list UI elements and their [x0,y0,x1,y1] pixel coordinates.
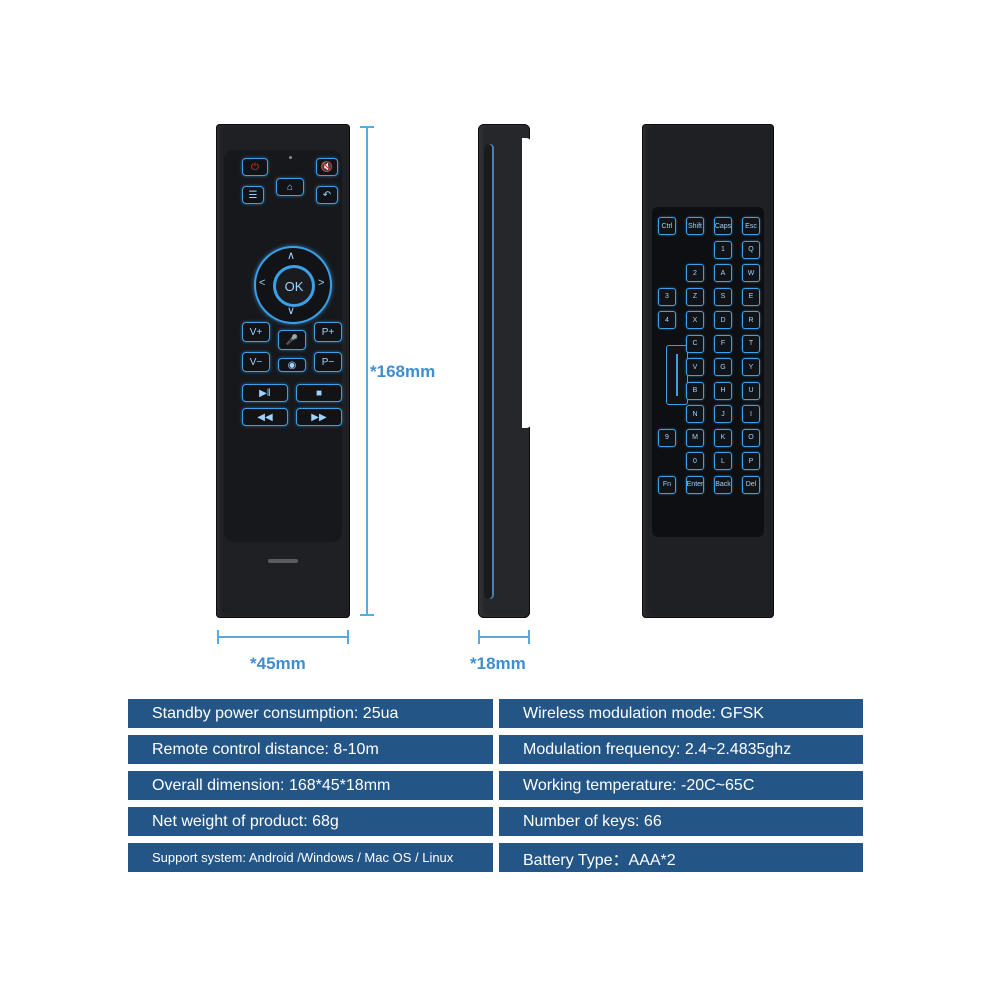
mouse-icon: ◉ [287,359,297,371]
spec-battery-type: Battery Type：AAA*2 [499,843,863,872]
keyboard-key[interactable]: X [686,311,704,329]
stop-button[interactable]: ■ [296,384,342,402]
keyboard-key[interactable]: Y [742,358,760,376]
spec-support-system: Support system: Android /Windows / Mac O… [128,843,493,872]
page-up-button[interactable]: P+ [314,322,342,342]
keyboard-key[interactable]: Fn [658,475,676,494]
spec-number-of-keys: Number of keys: 66 [499,807,863,836]
button-panel: ⏻ 🔇 ☰ ⌂ ↶ ∧ ∨ < > OK V+ 🎤 P+ V− ◉ P− ▶‖ … [224,150,342,542]
voice-button[interactable]: 🎤 [278,330,306,350]
menu-button[interactable]: ☰ [242,186,264,204]
keyboard-key[interactable]: T [742,334,760,353]
stop-icon: ■ [315,387,323,399]
keyboard-key[interactable]: Caps [714,217,732,235]
remote-side-view [478,124,532,618]
microphone-icon: 🎤 [285,334,299,346]
depth-dimension-line [478,630,530,644]
spec-dimension: Overall dimension: 168*45*18mm [128,771,493,800]
mouse-button[interactable]: ◉ [278,358,306,372]
play-pause-icon: ▶‖ [259,387,271,399]
mute-icon: 🔇 [320,161,334,173]
keyboard-key[interactable]: K [714,428,732,447]
next-button[interactable]: ▶▶ [296,408,342,426]
keyboard-key[interactable]: 9 [658,428,676,447]
keyboard-key[interactable]: A [714,264,732,282]
mute-button[interactable]: 🔇 [316,158,338,176]
keyboard-key[interactable]: E [742,287,760,306]
keyboard-key[interactable]: Back [714,475,732,494]
keyboard-key[interactable]: 1 [714,240,732,259]
volume-up-button[interactable]: V+ [242,322,270,342]
side-edge [484,144,494,599]
up-arrow-icon[interactable]: ∧ [287,250,296,262]
keyboard-key[interactable]: S [714,287,732,306]
keyboard-key[interactable]: U [742,381,760,400]
spec-modulation-frequency: Modulation frequency: 2.4~2.4835ghz [499,735,863,764]
keyboard-key[interactable]: P [742,452,760,470]
spec-standby-power: Standby power consumption: 25ua [128,699,493,728]
right-arrow-icon[interactable]: > [318,277,325,289]
keyboard-key[interactable]: G [714,358,732,376]
width-dimension-line [217,630,349,644]
keyboard-key[interactable]: B [686,381,704,400]
keyboard-key[interactable]: N [686,405,704,423]
keyboard-key[interactable]: Esc [742,217,760,235]
keyboard-key[interactable]: W [742,264,760,282]
power-icon: ⏻ [251,161,259,173]
remote-front-view: ⏻ 🔇 ☰ ⌂ ↶ ∧ ∨ < > OK V+ 🎤 P+ V− ◉ P− ▶‖ … [216,124,350,618]
down-arrow-icon[interactable]: ∨ [287,305,296,317]
keyboard-key[interactable]: I [742,405,760,423]
height-dimension-line [360,126,374,616]
ok-button[interactable]: OK [273,265,315,307]
keyboard-key[interactable]: R [742,311,760,329]
keyboard-key[interactable]: M [686,428,704,447]
home-icon: ⌂ [286,181,294,193]
height-label: *168mm [370,362,436,381]
keyboard-key[interactable]: Del [742,475,760,494]
page-down-button[interactable]: P− [314,352,342,372]
keyboard-key[interactable]: Ctrl [658,217,676,235]
keyboard-key[interactable]: J [714,405,732,423]
previous-button[interactable]: ◀◀ [242,408,288,426]
keyboard-key[interactable]: Z [686,287,704,306]
keyboard-key[interactable]: Enter [686,475,704,494]
rewind-icon: ◀◀ [257,411,273,423]
spec-working-temperature: Working temperature: -20C~65C [499,771,863,800]
keyboard-key[interactable]: V [686,358,704,376]
menu-icon: ☰ [248,189,258,201]
battery-cover-groove [268,559,298,563]
keyboard-key[interactable]: C [686,334,704,353]
keyboard-key[interactable]: F [714,334,732,353]
keyboard-key[interactable]: O [742,428,760,447]
keyboard-key[interactable]: Shift [686,217,704,235]
spec-modulation-mode: Wireless modulation mode: GFSK [499,699,863,728]
back-icon: ↶ [322,189,332,201]
direction-pad[interactable]: ∧ ∨ < > OK [254,246,332,324]
power-button[interactable]: ⏻ [242,158,268,176]
space-bar[interactable] [666,345,688,405]
back-button[interactable]: ↶ [316,186,338,204]
keyboard-key[interactable]: 4 [658,311,676,329]
side-profile-cutout [522,138,532,428]
keyboard-key[interactable]: Q [742,240,760,259]
volume-down-button[interactable]: V− [242,352,270,372]
fast-forward-icon: ▶▶ [311,411,327,423]
home-button[interactable]: ⌂ [276,178,304,196]
width-label: *45mm [250,654,306,673]
keyboard-key[interactable]: 2 [686,264,704,282]
play-pause-button[interactable]: ▶‖ [242,384,288,402]
keyboard-key[interactable]: H [714,381,732,400]
spec-weight: Net weight of product: 68g [128,807,493,836]
keyboard-key[interactable]: 0 [686,452,704,470]
left-arrow-icon[interactable]: < [259,277,266,289]
spec-control-distance: Remote control distance: 8-10m [128,735,493,764]
keyboard-key[interactable]: 3 [658,287,676,306]
depth-label: *18mm [470,654,526,673]
keyboard-key[interactable]: L [714,452,732,470]
indicator-led [289,156,292,159]
keyboard-key[interactable]: D [714,311,732,329]
